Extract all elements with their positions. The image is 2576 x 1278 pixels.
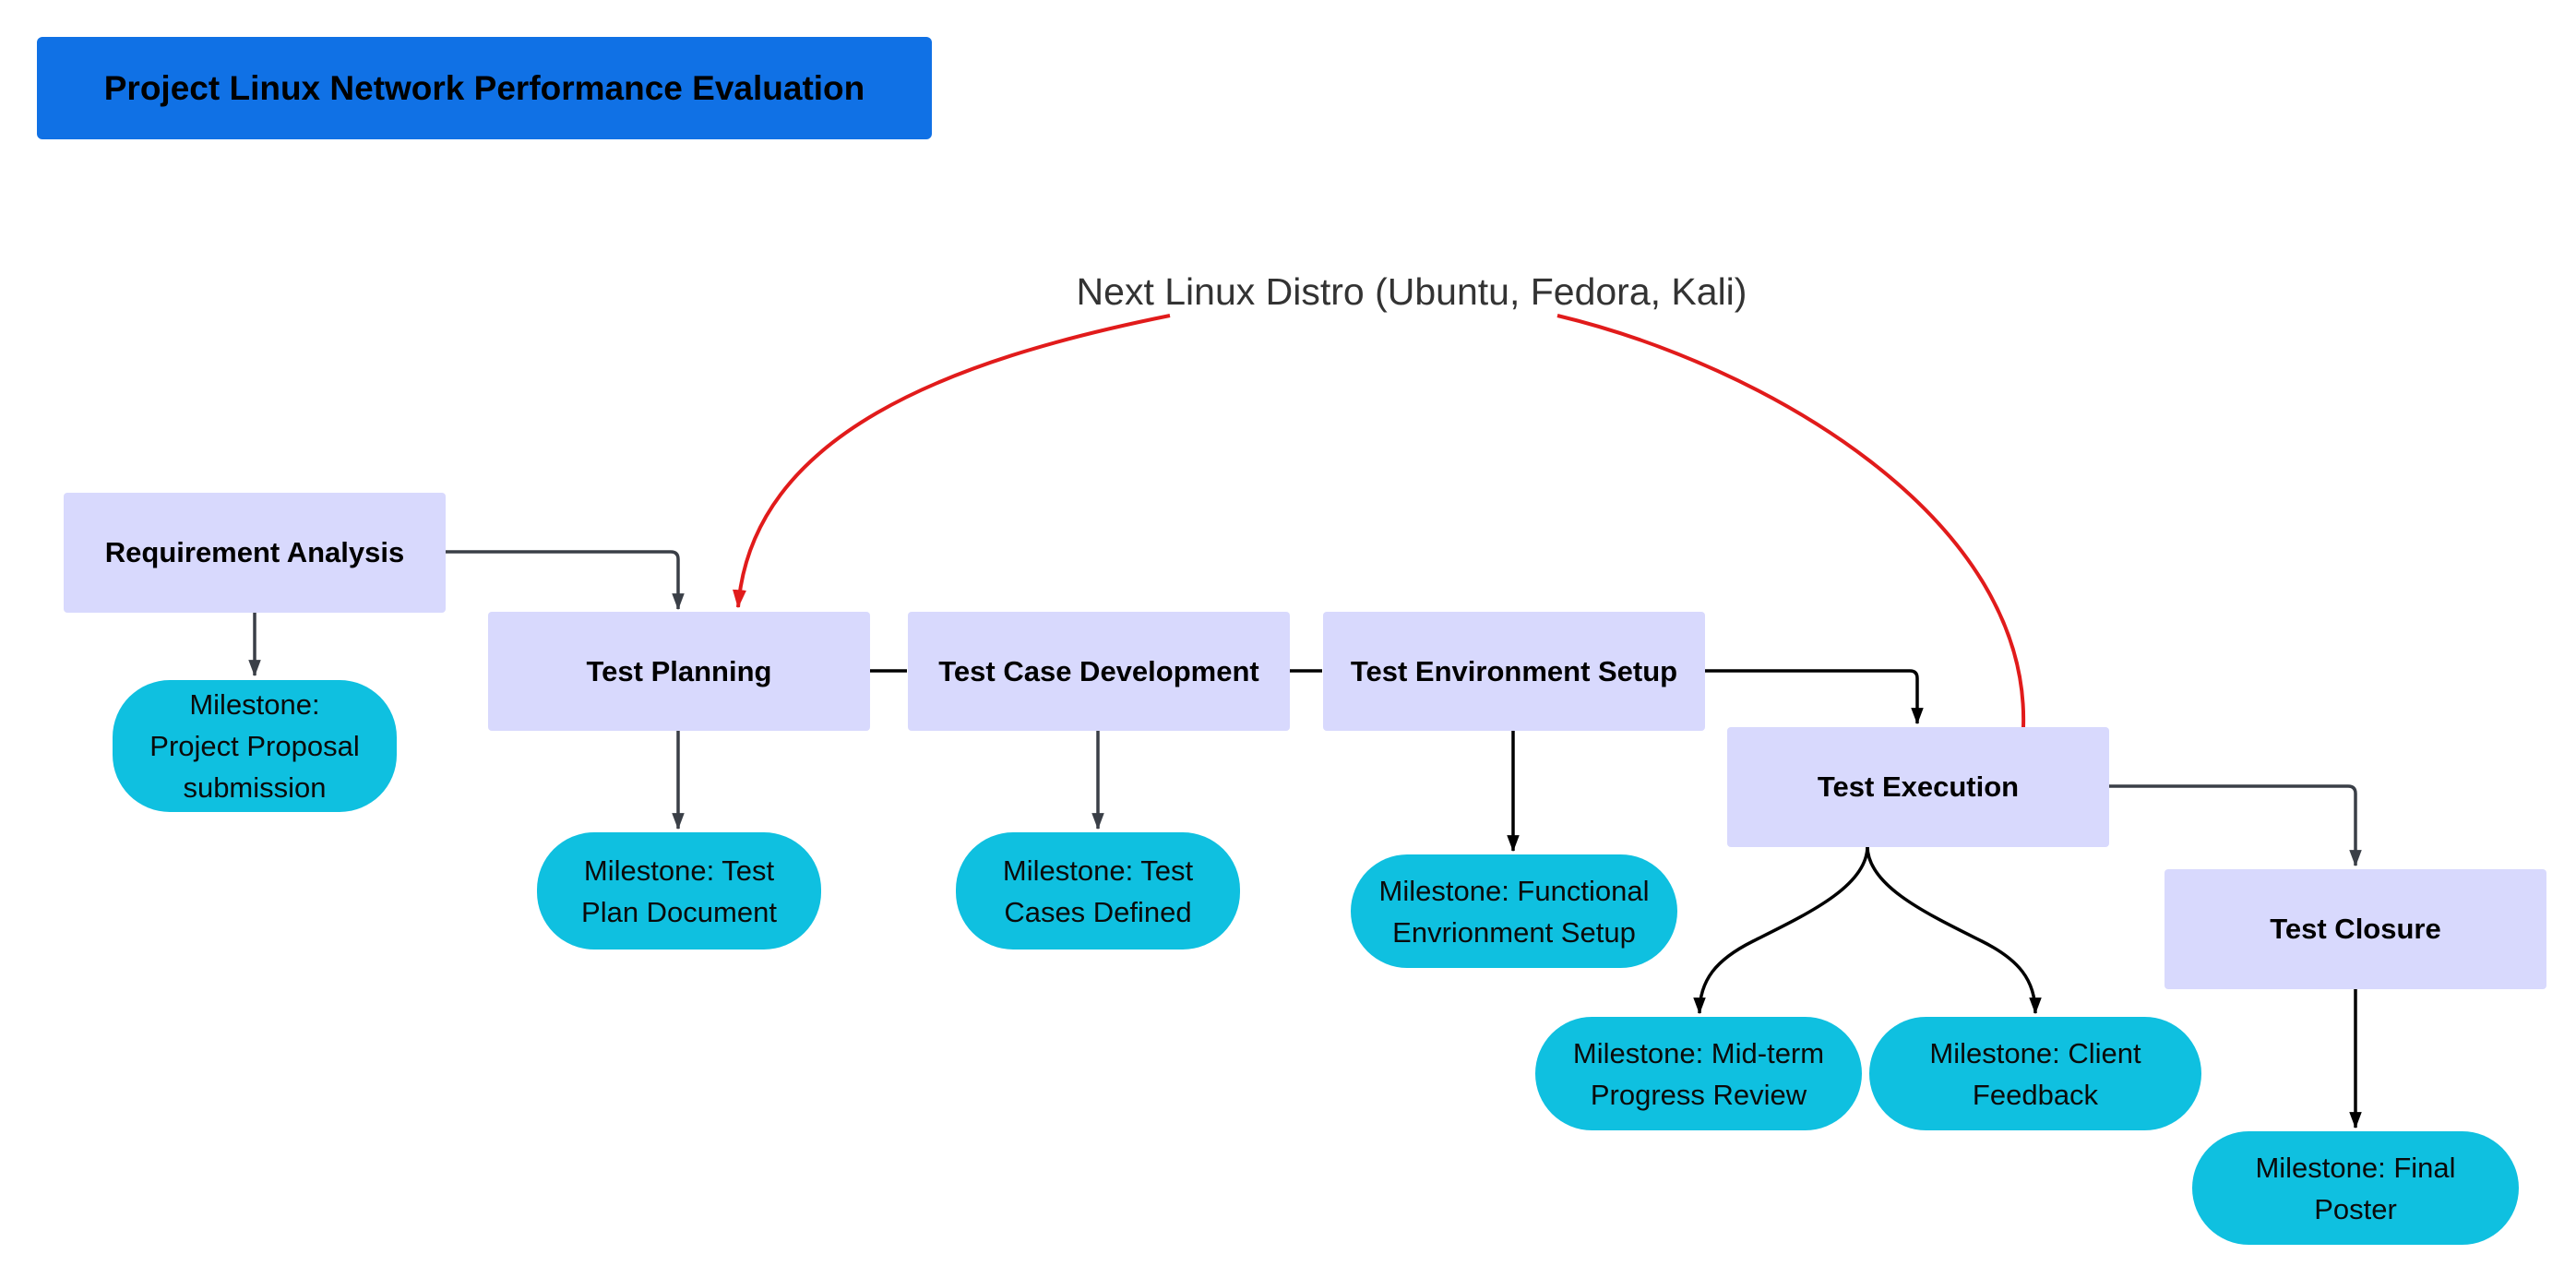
- diagram-title: Project Linux Network Performance Evalua…: [37, 37, 932, 139]
- next-distro-label: Next Linux Distro (Ubuntu, Fedora, Kali): [1076, 269, 1747, 313]
- phase-test-closure: Test Closure: [2165, 869, 2546, 989]
- connector-execution-feedback: [1866, 845, 2042, 1015]
- connector-requirement-to-planning: [446, 550, 685, 611]
- milestone-functional-environment: Milestone: Functional Envrionment Setup: [1351, 854, 1677, 968]
- milestone-project-proposal: Milestone: Project Proposal submission: [113, 680, 397, 812]
- phase-test-case-development: Test Case Development: [908, 612, 1290, 731]
- milestone-final-poster: Milestone: Final Poster: [2192, 1131, 2519, 1245]
- connector-envsetup-to-execution: [1703, 669, 1924, 725]
- milestone-mid-term-review: Milestone: Mid-term Progress Review: [1535, 1017, 1862, 1130]
- phase-test-planning: Test Planning: [488, 612, 870, 731]
- connector-execution-to-closure: [2108, 784, 2362, 867]
- milestone-client-feedback: Milestone: Client Feedback: [1869, 1017, 2201, 1130]
- connector-execution-midterm: [1693, 845, 1869, 1015]
- phase-test-environment-setup: Test Environment Setup: [1323, 612, 1705, 731]
- loop-arrow-next-distro: [738, 314, 2026, 728]
- phase-test-execution: Test Execution: [1727, 727, 2109, 847]
- milestone-test-plan-document: Milestone: Test Plan Document: [537, 832, 821, 950]
- phase-requirement-analysis: Requirement Analysis: [64, 493, 446, 613]
- milestone-test-cases-defined: Milestone: Test Cases Defined: [956, 832, 1240, 950]
